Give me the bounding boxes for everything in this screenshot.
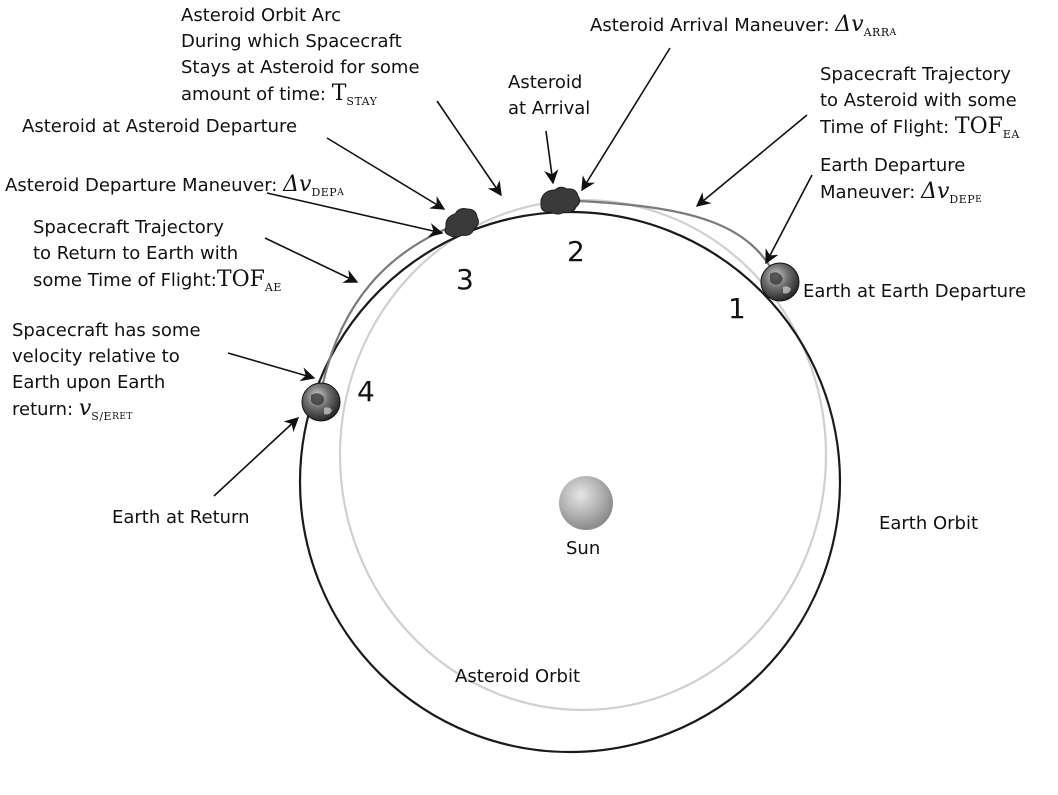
relative-velocity-label: Spacecraft has some velocity relative to… (12, 320, 201, 423)
trajectory-to-asteroid-label: Spacecraft Trajectory to Asteroid with s… (820, 64, 1020, 141)
step-number-1: 1 (728, 292, 746, 325)
arrow-relative-velocity (227, 352, 316, 382)
trajectory-asteroid-to-earth (319, 222, 459, 393)
earth-at-departure-label: Earth at Earth Departure (803, 281, 1027, 302)
asteroid-orbit-ellipse (338, 198, 828, 712)
arrow-orbit-arc (436, 100, 502, 197)
arrow-asteroid-at-arrival (544, 130, 559, 185)
arrow-asteroid-at-departure (326, 137, 446, 210)
asteroid-departure-maneuver-label: Asteroid Departure Maneuver: ΔvDEPA (5, 172, 345, 199)
earth-return-icon (301, 382, 341, 422)
asteroid-arrival-maneuver-label: Asteroid Arrival Maneuver: ΔvARRA (590, 12, 897, 39)
asteroid-orbit-label: Asteroid Orbit (455, 666, 581, 687)
arrow-trajectory-return (264, 237, 359, 283)
earth-departure-icon (760, 262, 800, 302)
asteroid-at-departure-label: Asteroid at Asteroid Departure (22, 116, 298, 137)
asteroid-orbit-arc-label: Asteroid Orbit Arc During which Spacecra… (181, 5, 420, 108)
arrow-asteroid-departure-maneuver (266, 192, 444, 238)
asteroid-at-arrival-label: Asteroid at Arrival (508, 72, 591, 119)
step-number-2: 2 (567, 235, 585, 268)
sun-label: Sun (566, 538, 601, 559)
arrow-earth-at-return (213, 417, 300, 497)
earth-departure-maneuver-label: Earth Departure Maneuver: ΔvDEPE (820, 155, 983, 206)
step-number-3: 3 (456, 263, 474, 296)
arrow-earth-departure-maneuver (765, 174, 813, 265)
earth-at-return-label: Earth at Return (112, 507, 250, 528)
asteroid-departure-icon (444, 208, 479, 238)
trajectory-return-label: Spacecraft Trajectory to Return to Earth… (33, 217, 282, 294)
arrow-trajectory-to-asteroid (695, 114, 808, 207)
step-number-4: 4 (357, 375, 375, 408)
earth-orbit-label: Earth Orbit (879, 513, 979, 534)
arrow-arrival-maneuver (581, 47, 671, 192)
asteroid-arrival-icon (540, 186, 581, 215)
sun-icon (559, 476, 613, 530)
